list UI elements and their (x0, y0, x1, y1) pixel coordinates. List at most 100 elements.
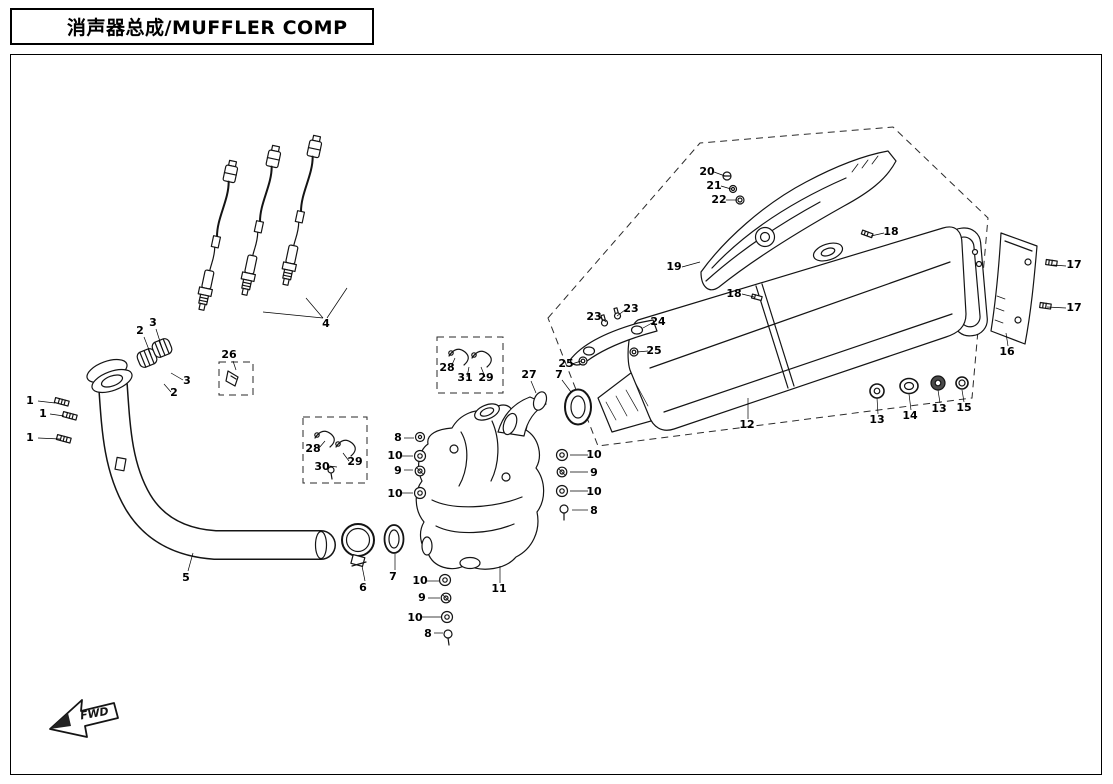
callout-29: 29 (478, 371, 493, 384)
leader-line (681, 261, 701, 268)
callout-8: 8 (424, 627, 432, 640)
leader-line (450, 357, 456, 368)
mount-washers (869, 375, 969, 399)
leader-line (571, 360, 582, 365)
page-title: 消声器总成/MUFFLER COMP (10, 8, 374, 45)
callout-26: 26 (221, 348, 237, 361)
callout-28: 28 (305, 442, 320, 455)
callout-9: 9 (418, 591, 426, 604)
leader-line (713, 171, 726, 177)
leader-line (361, 565, 366, 582)
callout-13: 13 (931, 402, 946, 415)
callout-1: 1 (26, 431, 34, 444)
callout-10: 10 (387, 487, 403, 500)
fastener-stack-left (413, 431, 427, 500)
callout-12: 12 (739, 418, 754, 431)
callout-17: 17 (1066, 258, 1081, 271)
callout-8: 8 (394, 431, 402, 444)
flange-studs (53, 396, 78, 444)
callout-25: 25 (646, 344, 661, 357)
leader-line (143, 336, 152, 356)
diagram-border (10, 54, 1102, 775)
callout-7: 7 (555, 368, 563, 381)
leader-line (561, 379, 572, 393)
clamp-kit-upper (448, 348, 492, 368)
leader-line (326, 287, 348, 319)
leader-line (37, 437, 61, 440)
callout-30: 30 (314, 460, 330, 473)
callout-19: 19 (666, 260, 681, 273)
mount-bracket (569, 307, 658, 366)
callout-9: 9 (590, 466, 598, 479)
leader-lines (37, 171, 1067, 634)
leader-line (37, 400, 56, 404)
callout-8: 8 (590, 504, 598, 517)
leader-line (480, 366, 486, 378)
callout-15: 15 (956, 401, 971, 414)
kit-box-lower (302, 416, 368, 484)
leader-line (170, 372, 184, 381)
gasket-rear (564, 388, 592, 426)
callout-1: 1 (39, 407, 47, 420)
leader-line (642, 322, 653, 329)
leader-line (741, 293, 755, 298)
callout-9: 9 (394, 464, 402, 477)
leader-line (720, 185, 732, 190)
leader-line (305, 297, 324, 319)
callout-3: 3 (183, 374, 191, 387)
dashed-regions (218, 126, 989, 484)
fastener-stack-bottom (438, 573, 454, 646)
fwd-label: FWD (79, 705, 110, 723)
callout-4: 4 (322, 317, 330, 330)
leader-line (599, 316, 607, 323)
muffler-bolt-18a (860, 229, 874, 239)
callout-23: 23 (623, 302, 638, 315)
muffler-body (597, 226, 988, 433)
header-pipe (86, 358, 336, 560)
leader-line (530, 380, 537, 394)
callout-20: 20 (699, 165, 715, 178)
clip-part (225, 370, 239, 387)
callout-31: 31 (457, 371, 472, 384)
heat-shield (700, 150, 897, 291)
callout-3: 3 (149, 316, 157, 329)
leader-line (961, 389, 965, 403)
panel-bolt-17b (1039, 301, 1052, 310)
callout-14: 14 (902, 409, 918, 422)
leader-line (1005, 332, 1009, 347)
leader-line (636, 350, 649, 353)
muffler-bolt-18b (750, 293, 763, 302)
muffler-dashed-outline (547, 126, 989, 447)
callout-11: 11 (491, 582, 506, 595)
callout-22: 22 (711, 193, 726, 206)
callout-10: 10 (586, 448, 602, 461)
leader-line (466, 366, 470, 378)
kit-box-upper (436, 336, 504, 394)
clamp-kit-lower (314, 430, 356, 480)
clamp (341, 523, 375, 567)
leader-line (908, 393, 912, 411)
callout-23: 23 (586, 310, 601, 323)
flange-springs (135, 336, 174, 370)
callout-7: 7 (389, 570, 397, 583)
callout-17: 17 (1066, 301, 1081, 314)
side-panel (971, 232, 1058, 345)
callout-10: 10 (387, 449, 403, 462)
fwd-arrow: FWD (49, 699, 119, 738)
leader-line (163, 383, 172, 393)
callout-16: 16 (999, 345, 1015, 358)
leader-line (232, 360, 237, 371)
callout-10: 10 (407, 611, 423, 624)
fastener-stack-right (555, 448, 569, 521)
leader-line (342, 452, 350, 462)
callout-18: 18 (883, 225, 898, 238)
connector-pipe (497, 391, 548, 437)
callout-10: 10 (412, 574, 428, 587)
leader-line (49, 413, 65, 417)
leader-line (937, 389, 941, 404)
callout-5: 5 (182, 571, 190, 584)
panel-bolt-17a (1045, 258, 1058, 267)
